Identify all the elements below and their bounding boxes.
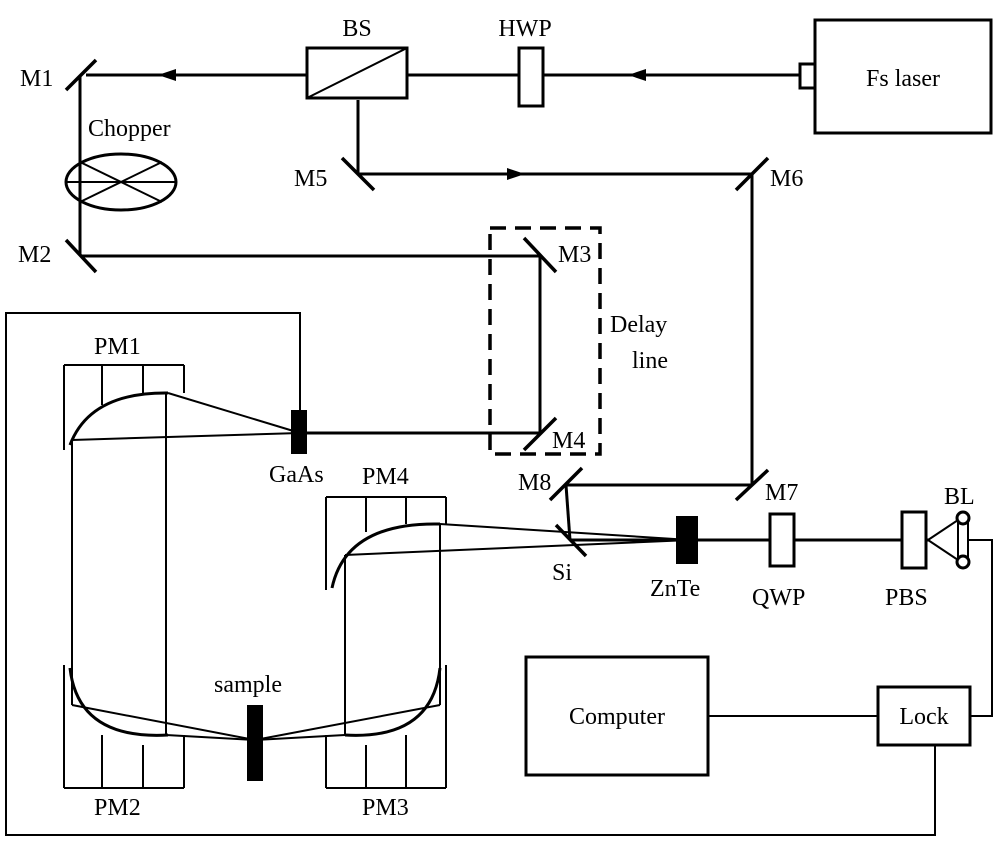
arrow-head <box>507 168 525 180</box>
sample-label: sample <box>214 672 282 698</box>
znte-label: ZnTe <box>650 576 700 602</box>
m7-label: M7 <box>765 480 798 506</box>
m5-label: M5 <box>294 166 327 192</box>
arrow-head <box>158 69 176 81</box>
computer-label: Computer <box>569 704 665 730</box>
qwp: QWP <box>752 512 805 611</box>
m1-label: M1 <box>20 66 53 92</box>
beam-arrows <box>158 69 646 180</box>
pbs: PBS <box>885 510 928 611</box>
parabolic-mirror-pm1: PM1 <box>63 334 185 450</box>
parabolic-mirror-pm2: PM2 <box>63 665 185 821</box>
bl-label: BL <box>944 484 975 510</box>
signal-wires <box>5 312 993 836</box>
chopper-label: Chopper <box>88 116 171 142</box>
gaas-label: GaAs <box>269 462 324 488</box>
hwp: HWP <box>498 16 552 108</box>
delay-label-2: line <box>632 348 668 374</box>
arrow-head <box>628 69 646 81</box>
mirror-m1 <box>64 58 98 92</box>
bs-label: BS <box>342 16 371 42</box>
mirrors: M1 M2 M3 M4 M5 M6 M7 M8 Si <box>18 58 803 586</box>
lock-label: Lock <box>899 704 948 730</box>
m4-label: M4 <box>552 428 585 454</box>
si-label: Si <box>552 560 572 586</box>
delay-label-1: Delay <box>610 312 667 338</box>
mirror-m6 <box>734 156 770 192</box>
pm3-label: PM3 <box>362 795 409 821</box>
pm4-label: PM4 <box>362 464 409 490</box>
m2-label: M2 <box>18 242 51 268</box>
mirror-m2 <box>64 238 98 274</box>
znte-detector: ZnTe <box>650 516 700 602</box>
pm2-label: PM2 <box>94 795 141 821</box>
parabolic-mirror-pm4: PM4 <box>325 464 447 590</box>
beam-splitter: BS <box>305 16 409 100</box>
m8-label: M8 <box>518 470 551 496</box>
parabolic-mirror-pm3: PM3 <box>325 665 447 821</box>
probe-beam-path <box>356 100 930 542</box>
pbs-label: PBS <box>885 585 928 611</box>
computer: Computer <box>524 655 710 777</box>
m3-label: M3 <box>558 242 591 268</box>
mirror-m8 <box>548 466 584 502</box>
mirror-si <box>554 523 588 558</box>
balanced-detector: BL <box>927 484 975 570</box>
mirror-m5 <box>340 156 376 192</box>
pump-beam-path <box>78 73 800 435</box>
mirror-m3 <box>522 236 558 274</box>
hwp-label: HWP <box>498 16 551 42</box>
mirror-m4 <box>522 416 558 452</box>
m6-label: M6 <box>770 166 803 192</box>
sample: sample <box>214 672 282 781</box>
pm1-label: PM1 <box>94 334 141 360</box>
qwp-label: QWP <box>752 585 805 611</box>
mirror-m7 <box>734 468 770 502</box>
lock-in-amplifier: Lock <box>876 685 972 747</box>
delay-line: Delay line <box>488 226 668 456</box>
fs-laser-label: Fs laser <box>866 66 940 92</box>
gaas-emitter: GaAs <box>269 410 324 488</box>
chopper: Chopper <box>64 116 178 212</box>
fs-laser: Fs laser <box>798 18 993 135</box>
